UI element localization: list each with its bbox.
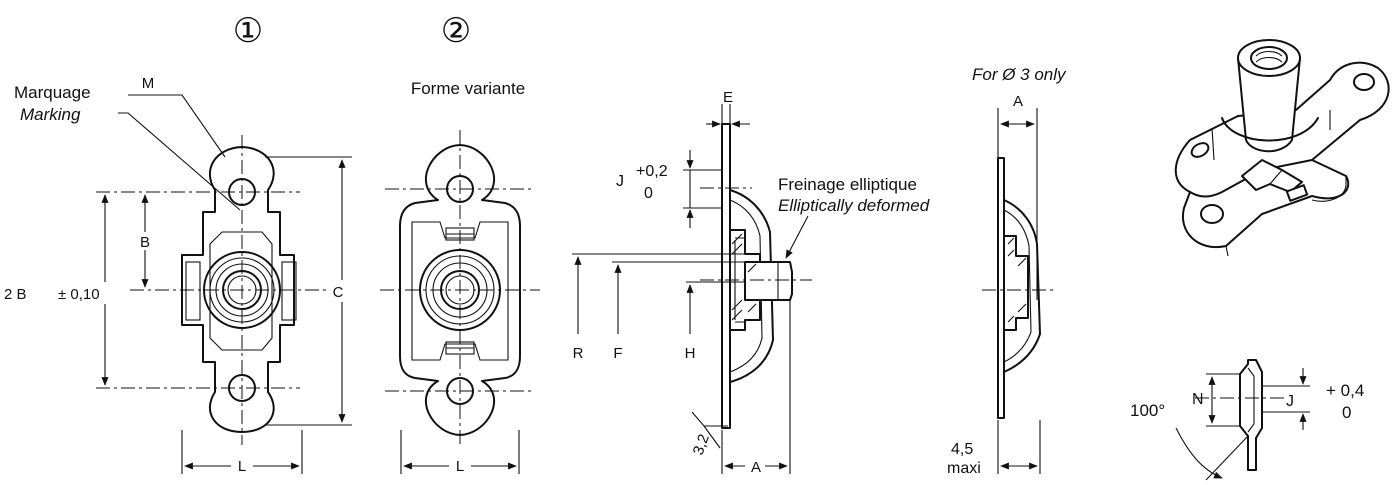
side-section-view: E J +0,2 0 Freinage elliptique Elliptica… bbox=[572, 89, 930, 476]
small-view-max-word: maxi bbox=[947, 460, 981, 477]
side-view-tol-j-zero: 0 bbox=[644, 185, 653, 202]
side-view-label-r: R bbox=[573, 345, 584, 362]
detail-tol-zero: 0 bbox=[1342, 403, 1351, 422]
small-view-label-a: A bbox=[1013, 93, 1023, 110]
small-view-note: For Ø 3 only bbox=[972, 65, 1067, 84]
small-view-max-value: 4,5 bbox=[951, 441, 973, 458]
detail-label-n: N bbox=[1192, 391, 1204, 408]
view-2-variant-view: Forme variante L bbox=[380, 79, 540, 476]
side-view-locking-en: Elliptically deformed bbox=[778, 196, 930, 215]
side-view-small: For Ø 3 only A 4,5 maxi bbox=[947, 65, 1067, 477]
side-view-label-e: E bbox=[723, 89, 733, 106]
detail-label-j: J bbox=[1286, 393, 1294, 410]
side-view-plate bbox=[721, 123, 731, 429]
view-1-front-view: C B 2 B ± 0,10 L M Marquage Marking bbox=[0, 75, 352, 476]
side-view-angle-32: 3,2 bbox=[690, 432, 713, 457]
iso-barrel bbox=[1237, 57, 1301, 153]
side-view-label-h: H bbox=[685, 345, 696, 362]
detail-tol-plus: + 0,4 bbox=[1326, 381, 1364, 400]
side-view-label-j: J bbox=[616, 173, 624, 190]
view-2-label-l: L bbox=[456, 458, 464, 475]
view-1-marking-en: Marking bbox=[20, 105, 81, 124]
side-view-cage bbox=[729, 189, 774, 383]
countersink-detail: N J + 0,4 0 100° bbox=[1130, 359, 1364, 481]
view-2-title: Forme variante bbox=[411, 79, 525, 98]
side-view-barrel bbox=[744, 261, 793, 301]
detail-angle: 100° bbox=[1130, 401, 1165, 420]
view-1-left-tab bbox=[185, 261, 201, 321]
iso-hole-right bbox=[1353, 73, 1375, 91]
view-1-label-l: L bbox=[238, 458, 246, 475]
iso-hole-left bbox=[1200, 204, 1224, 224]
side-view-label-a: A bbox=[751, 459, 761, 476]
view-1-label-b: B bbox=[140, 234, 150, 251]
side-view-locking-fr: Freinage elliptique bbox=[778, 175, 917, 194]
view-1-inner-contour bbox=[209, 231, 273, 351]
view-1-label-m: M bbox=[142, 75, 155, 92]
side-view-label-f: F bbox=[613, 345, 622, 362]
isometric-view bbox=[1174, 39, 1390, 257]
view-1-marker: ① bbox=[233, 11, 263, 51]
side-view-tol-j-plus: +0,2 bbox=[636, 163, 668, 180]
detail-profile bbox=[1239, 359, 1263, 471]
view-1-marking-leader bbox=[118, 112, 241, 211]
view-1-m-leader bbox=[128, 94, 226, 158]
view-1-label-2b: 2 B bbox=[4, 286, 27, 303]
view-2-marker: ② bbox=[441, 11, 471, 51]
view-1-marking-fr: Marquage bbox=[14, 83, 91, 102]
view-1-label-c: C bbox=[333, 284, 344, 301]
view-1-right-tab bbox=[281, 261, 297, 321]
view-1-tolerance-2b: ± 0,10 bbox=[58, 286, 100, 303]
